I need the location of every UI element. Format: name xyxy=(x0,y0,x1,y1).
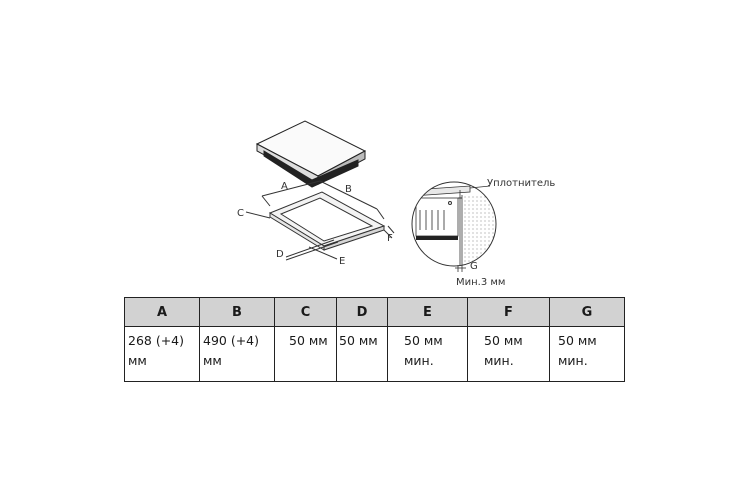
seal-detail-illustration xyxy=(411,181,497,272)
value-cell-e: 50 мм мин. xyxy=(387,326,468,382)
value-cell-c: 50 мм xyxy=(274,326,337,382)
installation-diagram: A B C D E F xyxy=(237,120,555,288)
value-cell-f: 50 мм мин. xyxy=(467,326,550,382)
dimension-label-a: A xyxy=(281,181,288,192)
header-cell-g: G xyxy=(549,297,625,327)
dimension-label-f: F xyxy=(387,233,393,244)
header-cell-f: F xyxy=(467,297,550,327)
dimension-label-c: C xyxy=(237,208,244,219)
table-row: 268 (+4) мм 490 (+4) мм 50 мм 50 мм 50 м… xyxy=(124,326,625,382)
cooktop-illustration xyxy=(255,120,367,188)
value-cell-b: 490 (+4) мм xyxy=(199,326,275,382)
table-header-row: A B C D E F G xyxy=(124,297,625,327)
min-gap-label: Мин.3 мм xyxy=(456,277,505,288)
header-cell-c: C xyxy=(274,297,337,327)
dimension-label-e: E xyxy=(339,256,345,267)
header-cell-b: B xyxy=(199,297,275,327)
value-cell-g: 50 мм мин. xyxy=(549,326,625,382)
seal-label: Уплотнитель xyxy=(487,178,555,189)
dimension-label-g: G xyxy=(470,261,478,272)
cutout-illustration xyxy=(245,180,395,261)
dimension-label-b: B xyxy=(345,184,352,195)
dimensions-table: A B C D E F G 268 (+4) мм 490 (+4) мм 50… xyxy=(124,297,625,382)
dimension-label-d: D xyxy=(276,249,284,260)
header-cell-d: D xyxy=(336,297,388,327)
value-cell-a: 268 (+4) мм xyxy=(124,326,200,382)
header-cell-a: A xyxy=(124,297,200,327)
header-cell-e: E xyxy=(387,297,468,327)
value-cell-d: 50 мм xyxy=(336,326,388,382)
